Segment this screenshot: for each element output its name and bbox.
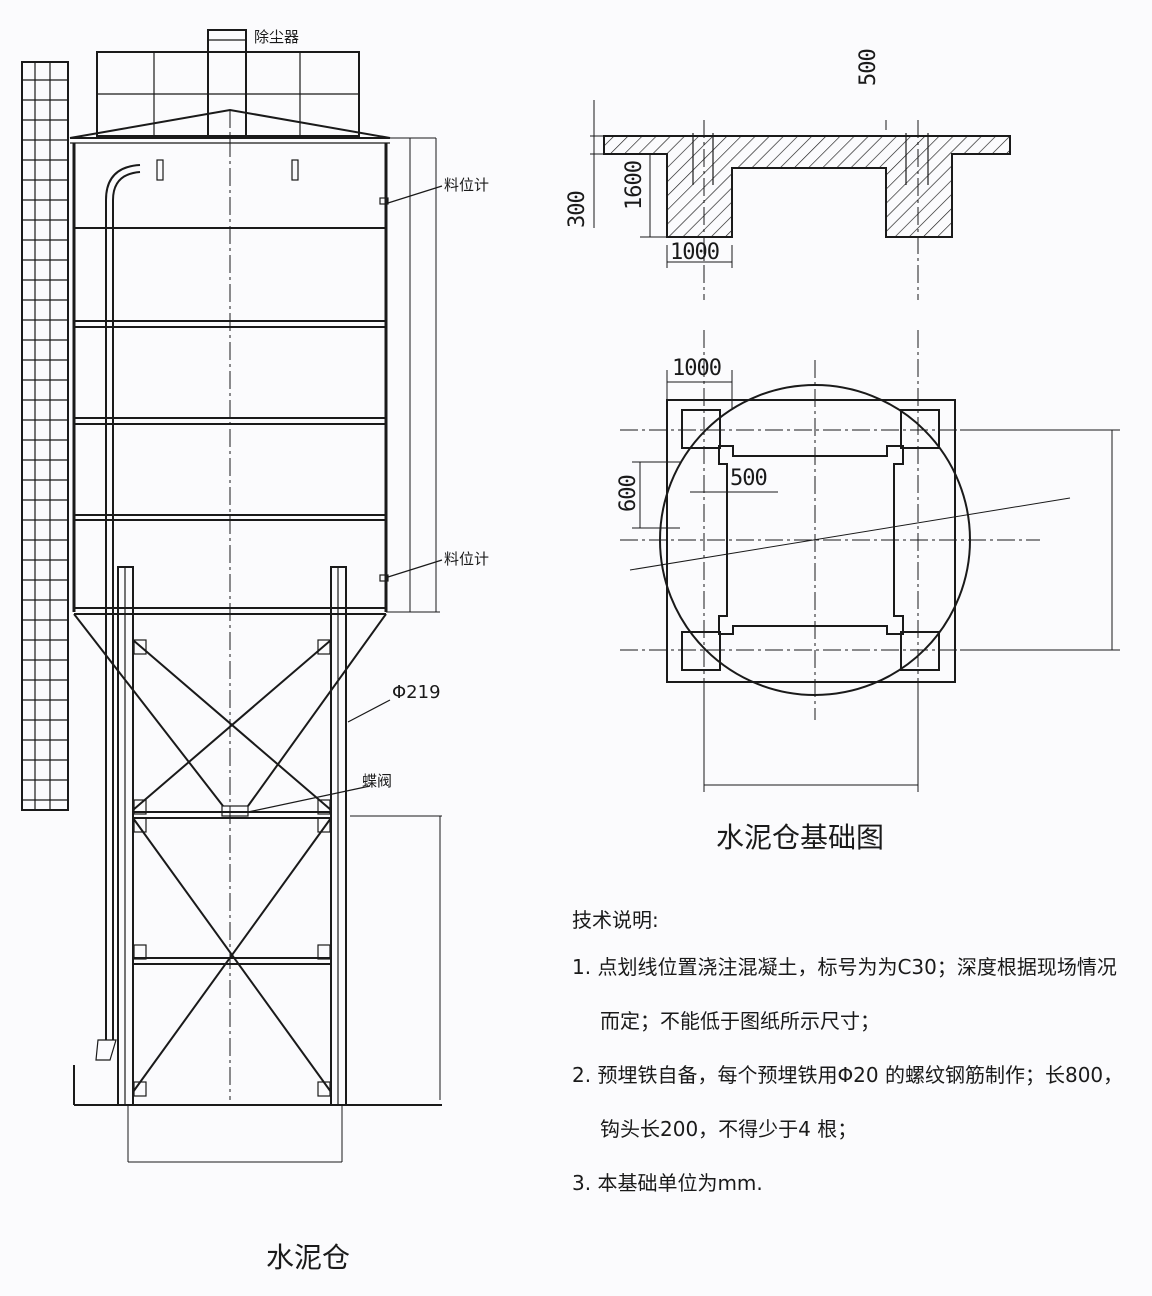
dust-collector: [96, 29, 360, 137]
level-gauge-upper-label: 料位计: [444, 176, 490, 194]
dim-300: 300: [565, 191, 590, 228]
dim-1600: 1600: [622, 161, 647, 210]
dust-collector-label: 除尘器: [254, 28, 300, 46]
butterfly-valve-label: 蝶阀: [362, 772, 393, 790]
ladder: [21, 61, 69, 811]
dim-plan-600: 600: [616, 475, 641, 512]
foundation-section: [590, 100, 1011, 300]
support-columns: [117, 566, 347, 1106]
cross-bracing: [132, 639, 332, 1097]
silo-height-dimensions: [350, 137, 442, 1100]
technical-notes: 技术说明: 1. 点划线位置浇注混凝土，标号为为C30；深度根据现场情况 而定；…: [572, 900, 1132, 1210]
note-2-line-1: 2. 预埋铁自备，每个预埋铁用Φ20 的螺纹钢筋制作；长800，: [572, 1063, 1124, 1087]
discharge-pipe: [95, 164, 141, 1061]
silo-body: [72, 110, 389, 1100]
note-1-line-2: 而定；不能低于图纸所示尺寸；: [600, 1009, 880, 1033]
column-pipe-label: Φ219: [392, 682, 441, 703]
dim-plan-1000: 1000: [672, 356, 722, 381]
dim-section-1000: 1000: [670, 240, 720, 265]
foundation-title: 水泥仓基础图: [716, 821, 885, 854]
leader-lines: [247, 185, 443, 813]
silo-title: 水泥仓: [266, 1241, 351, 1274]
note-1-line-1: 1. 点划线位置浇注混凝土，标号为为C30；深度根据现场情况: [572, 955, 1117, 979]
ground-base: [73, 1065, 442, 1163]
level-gauge-lower-label: 料位计: [444, 550, 490, 568]
note-3: 3. 本基础单位为mm.: [572, 1171, 763, 1195]
dim-top-500: 500: [856, 49, 881, 86]
foundation-plan: [620, 330, 1120, 792]
dim-plan-500: 500: [730, 466, 768, 491]
notes-heading: 技术说明:: [572, 908, 659, 932]
note-2-line-2: 钩头长200，不得少于4 根；: [600, 1117, 858, 1141]
